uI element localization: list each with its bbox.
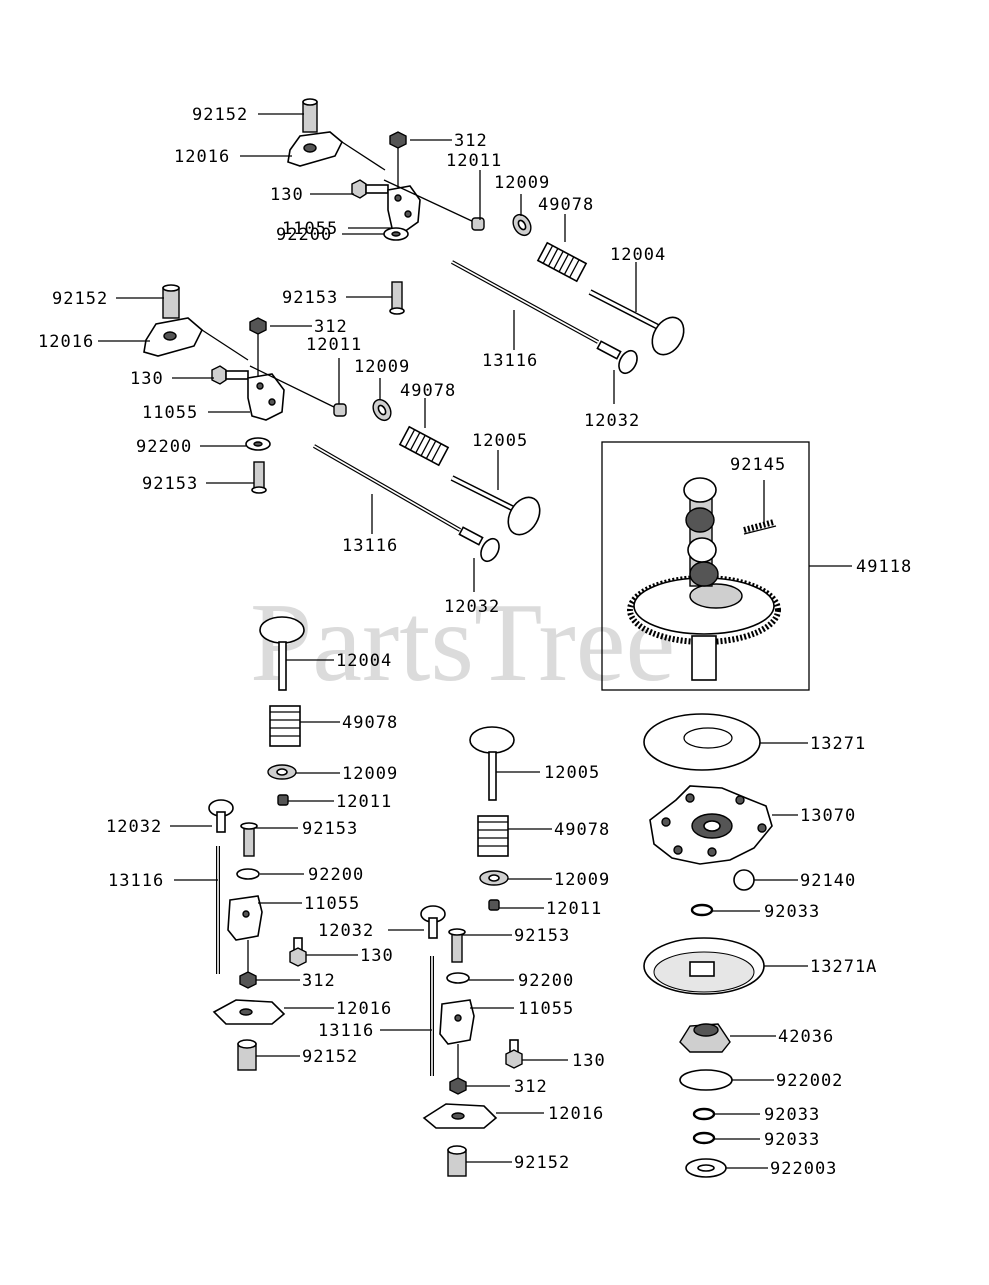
label-12032[interactable]: 12032 xyxy=(318,921,374,941)
label-12016[interactable]: 12016 xyxy=(38,332,94,352)
label-12004[interactable]: 12004 xyxy=(336,651,392,671)
label-92033[interactable]: 92033 xyxy=(764,1105,820,1125)
label-92153[interactable]: 92153 xyxy=(142,474,198,494)
label-12016[interactable]: 12016 xyxy=(174,147,230,167)
label-312[interactable]: 312 xyxy=(514,1077,548,1097)
label-130[interactable]: 130 xyxy=(572,1051,606,1071)
label-13271a[interactable]: 13271A xyxy=(810,957,877,977)
label-92153[interactable]: 92153 xyxy=(302,819,358,839)
label-922002[interactable]: 922002 xyxy=(776,1071,843,1091)
label-12032[interactable]: 12032 xyxy=(584,411,640,431)
label-92152[interactable]: 92152 xyxy=(52,289,108,309)
watermark: PartsTree xyxy=(250,581,675,705)
label-12009[interactable]: 12009 xyxy=(354,357,410,377)
label-12016[interactable]: 12016 xyxy=(336,999,392,1019)
label-49078[interactable]: 49078 xyxy=(400,381,456,401)
valve-stack-left xyxy=(208,616,307,1071)
label-12005[interactable]: 12005 xyxy=(544,763,600,783)
label-13070[interactable]: 13070 xyxy=(800,806,856,826)
label-92152[interactable]: 92152 xyxy=(514,1153,570,1173)
label-11055[interactable]: 11055 xyxy=(304,894,360,914)
label-49118[interactable]: 49118 xyxy=(856,557,912,577)
label-92200[interactable]: 92200 xyxy=(276,225,332,245)
label-11055[interactable]: 11055 xyxy=(518,999,574,1019)
label-130[interactable]: 130 xyxy=(130,369,164,389)
label-12009[interactable]: 12009 xyxy=(554,870,610,890)
label-12009[interactable]: 12009 xyxy=(342,764,398,784)
label-312[interactable]: 312 xyxy=(302,971,336,991)
valve-stack-right xyxy=(420,726,523,1177)
label-13116[interactable]: 13116 xyxy=(318,1021,374,1041)
label-312[interactable]: 312 xyxy=(314,317,348,337)
label-92033[interactable]: 92033 xyxy=(764,1130,820,1150)
label-92152[interactable]: 92152 xyxy=(192,105,248,125)
part-labels: 92152 12016 312 12011 130 12009 49078 11… xyxy=(38,105,912,1179)
label-12016[interactable]: 12016 xyxy=(548,1104,604,1124)
label-12011[interactable]: 12011 xyxy=(446,151,502,171)
label-92200[interactable]: 92200 xyxy=(308,865,364,885)
label-12004[interactable]: 12004 xyxy=(610,245,666,265)
label-92153[interactable]: 92153 xyxy=(514,926,570,946)
label-130[interactable]: 130 xyxy=(270,185,304,205)
rocker-assembly-upper xyxy=(287,98,685,375)
leader-lines xyxy=(98,113,852,1169)
label-49078[interactable]: 49078 xyxy=(554,820,610,840)
label-92200[interactable]: 92200 xyxy=(136,437,192,457)
label-13116[interactable]: 13116 xyxy=(482,351,538,371)
label-92033[interactable]: 92033 xyxy=(764,902,820,922)
label-12009[interactable]: 12009 xyxy=(494,173,550,193)
label-11055[interactable]: 11055 xyxy=(142,403,198,423)
label-13116[interactable]: 13116 xyxy=(342,536,398,556)
label-49078[interactable]: 49078 xyxy=(342,713,398,733)
label-42036[interactable]: 42036 xyxy=(778,1027,834,1047)
label-92140[interactable]: 92140 xyxy=(800,871,856,891)
label-11055[interactable]: 11055 xyxy=(282,219,338,239)
rocker-assembly-lower xyxy=(143,284,541,563)
label-92200[interactable]: 92200 xyxy=(518,971,574,991)
label-92145[interactable]: 92145 xyxy=(730,455,786,475)
label-92152[interactable]: 92152 xyxy=(302,1047,358,1067)
label-92153[interactable]: 92153 xyxy=(282,288,338,308)
label-49078[interactable]: 49078 xyxy=(538,195,594,215)
label-130[interactable]: 130 xyxy=(360,946,394,966)
camshaft-box xyxy=(601,441,810,691)
label-12032[interactable]: 12032 xyxy=(444,597,500,617)
label-13271[interactable]: 13271 xyxy=(810,734,866,754)
label-12011[interactable]: 12011 xyxy=(336,792,392,812)
governor-stack xyxy=(643,713,773,1178)
label-922003[interactable]: 922003 xyxy=(770,1159,837,1179)
label-12032[interactable]: 12032 xyxy=(106,817,162,837)
label-12011[interactable]: 12011 xyxy=(306,335,362,355)
label-12005[interactable]: 12005 xyxy=(472,431,528,451)
label-312[interactable]: 312 xyxy=(454,131,488,151)
label-13116[interactable]: 13116 xyxy=(108,871,164,891)
label-12011[interactable]: 12011 xyxy=(546,899,602,919)
